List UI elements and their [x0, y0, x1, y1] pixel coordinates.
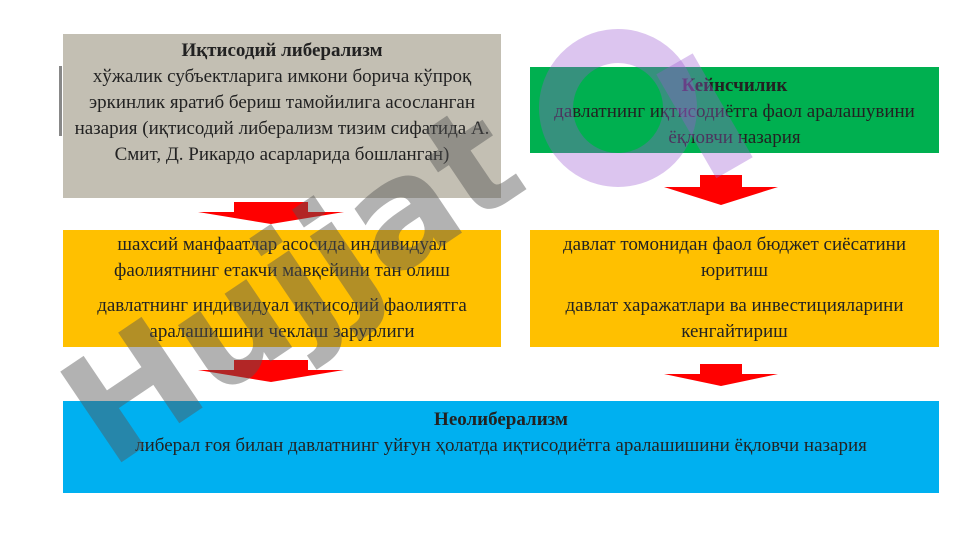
neoliberalism-title: Неолиберализм [434, 409, 568, 430]
arrow-down-left-bottom [198, 360, 344, 382]
keynesianism-text: давлатнинг иқтисодиётга фаол аралашувини… [554, 101, 915, 148]
economic-liberalism-text: хўжалик субъектларига имкони борича кўпр… [74, 66, 490, 165]
liberalism-principle-1: шахсий манфаатлар асосида индивидуал фао… [114, 234, 450, 281]
liberalism-principles-box: шахсий манфаатлар асосида индивидуал фао… [63, 230, 501, 347]
liberalism-principle-2: давлатнинг индивидуал иқтисодий фаолиятг… [97, 295, 467, 342]
arrow-down-left-top [198, 202, 344, 224]
neoliberalism-box: Неолиберализм либерал ғоя билан давлатни… [63, 401, 939, 493]
keynesianism-title: Кейнсчилик [681, 75, 788, 96]
keynesian-principle-1: давлат томонидан фаол бюджет сиёсатини ю… [563, 234, 906, 281]
left-divider-line [59, 66, 62, 136]
arrow-down-right-bottom [664, 364, 778, 386]
keynesian-principle-2: давлат харажатлари ва инвестицияларини к… [565, 295, 904, 342]
neoliberalism-text: либерал ғоя билан давлатнинг уйғун ҳолат… [135, 435, 867, 456]
keynesian-principles-box: давлат томонидан фаол бюджет сиёсатини ю… [530, 230, 939, 347]
arrow-down-right-top [664, 175, 778, 205]
economic-liberalism-title: Иқтисодий либерализм [181, 40, 383, 61]
keynesianism-box: Кейнсчилик давлатнинг иқтисодиётга фаол … [530, 67, 939, 153]
economic-liberalism-box: Иқтисодий либерализм хўжалик субъектлари… [63, 34, 501, 198]
